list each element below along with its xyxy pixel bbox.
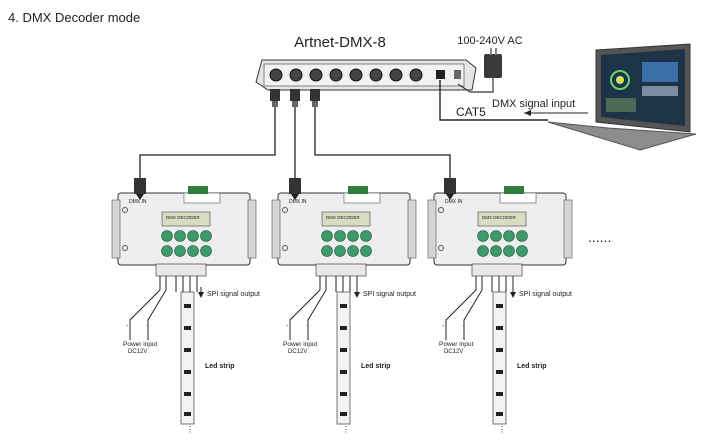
plus-terminal-mark: + xyxy=(442,323,445,328)
lcd-text: DMX DECODER xyxy=(482,215,517,220)
dmx-in-connector xyxy=(289,178,301,200)
output-wires xyxy=(289,276,358,340)
spi-output-label: SPI signal output xyxy=(519,291,572,298)
spi-arrow-icon xyxy=(510,287,516,298)
dmx-cables xyxy=(139,107,451,178)
lcd-text: DMX DECODER xyxy=(166,215,201,220)
led-strip xyxy=(336,291,351,425)
output-wires xyxy=(129,276,198,340)
dmx-in-connector xyxy=(444,178,456,200)
dmx-in-label: DMX IN xyxy=(289,199,307,205)
power-voltage-label: DC12V xyxy=(288,349,307,355)
button-grid xyxy=(161,230,212,257)
power-cable xyxy=(457,78,494,93)
plus-terminal-mark: + xyxy=(286,323,289,328)
strip-continuation: ⋮ xyxy=(186,425,194,434)
led-strip-label: Led strip xyxy=(205,363,235,370)
led-strip-label: Led strip xyxy=(517,363,547,370)
terminal-block xyxy=(499,186,537,204)
spi-arrow-icon xyxy=(198,287,204,298)
plus-terminal-mark: + xyxy=(126,323,129,328)
page-heading: 4. DMX Decoder mode xyxy=(8,10,140,25)
signal-arrow-icon xyxy=(524,110,588,116)
rj45-port xyxy=(436,70,445,79)
dmx-in-label: DMX IN xyxy=(445,199,463,205)
dmx-in-connector xyxy=(134,178,146,200)
strip-continuation: ⋮ xyxy=(342,425,350,434)
cat5-cable xyxy=(439,80,548,121)
more-units-indicator: ...... xyxy=(588,229,611,245)
power-input-label: Power input xyxy=(439,341,474,348)
terminal-block xyxy=(343,186,381,204)
output-terminal xyxy=(315,263,367,277)
splitter-dmx-plug-2 xyxy=(290,89,300,107)
lcd-display xyxy=(161,211,211,227)
power-input-label: Power input xyxy=(123,341,158,348)
decoder-unit-3: DMX IN DMX DECODER + − xyxy=(427,178,573,434)
minus-terminal-mark: − xyxy=(462,323,465,328)
power-voltage-label: DC12V xyxy=(444,349,463,355)
button-grid xyxy=(321,230,372,257)
power-voltage-label: DC12V xyxy=(128,349,147,355)
power-adapter-label: 100-240V AC xyxy=(457,35,522,47)
terminal-block xyxy=(183,186,221,204)
decoder-unit-1: DMX IN DMX DECODER + − xyxy=(111,178,260,434)
output-terminal xyxy=(471,263,523,277)
led-strip xyxy=(492,291,507,425)
output-terminal xyxy=(155,263,207,277)
led-strip-label: Led strip xyxy=(361,363,391,370)
lcd-display xyxy=(477,211,527,227)
laptop-icon xyxy=(547,43,697,151)
dmx-signal-label: DMX signal input xyxy=(492,98,575,110)
artnet-dmx-8-unit xyxy=(255,59,477,91)
led-strip xyxy=(180,291,195,425)
power-port xyxy=(454,70,461,79)
minus-terminal-mark: − xyxy=(306,323,309,328)
splitter-title: Artnet-DMX-8 xyxy=(294,34,386,51)
lcd-display xyxy=(321,211,371,227)
splitter-dmx-plug-1 xyxy=(270,89,280,107)
button-grid xyxy=(477,230,528,257)
dmx-in-label: DMX IN xyxy=(129,199,147,205)
minus-terminal-mark: − xyxy=(146,323,149,328)
splitter-dmx-plug-3 xyxy=(310,89,320,107)
xlr-port-row xyxy=(269,68,423,82)
power-input-label: Power input xyxy=(283,341,318,348)
strip-continuation: ⋮ xyxy=(498,425,506,434)
cat5-label: CAT5 xyxy=(456,105,486,119)
output-wires xyxy=(445,276,514,340)
spi-arrow-icon xyxy=(354,287,360,298)
spi-output-label: SPI signal output xyxy=(363,291,416,298)
power-adapter-icon xyxy=(484,48,502,78)
lcd-text: DMX DECODER xyxy=(326,215,361,220)
spi-output-label: SPI signal output xyxy=(207,291,260,298)
decoder-unit-2: DMX IN DMX DECODER + − xyxy=(271,178,417,434)
